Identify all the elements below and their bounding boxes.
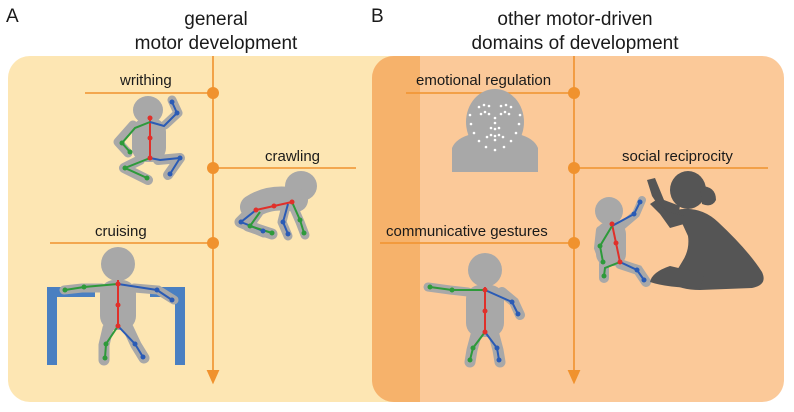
panel-b-title: other motor-driven domains of developmen… — [440, 8, 710, 56]
pointing-infant-figure — [423, 253, 525, 368]
domain-label-emotional-regulation: emotional regulation — [416, 72, 552, 89]
panel-a-timeline — [50, 56, 356, 385]
milestone-label-writhing: writhing — [120, 72, 172, 89]
writhing-infant-figure — [113, 95, 185, 185]
panel-b-title-line1: other motor-driven — [497, 9, 653, 30]
panel-a-title-line1: general — [184, 9, 248, 30]
panel-b-letter: B — [371, 6, 384, 27]
cruising-node — [207, 237, 219, 249]
social-reciprocity-node — [568, 162, 580, 174]
writhing-node — [207, 87, 219, 99]
panel-a-letter: A — [6, 6, 19, 27]
cruising-infant-figure — [47, 247, 185, 366]
panel-a-title: general motor development — [106, 8, 326, 56]
mother-silhouette-figure — [647, 171, 764, 290]
milestone-label-cruising: cruising — [95, 223, 147, 240]
reciprocity-infant-figure — [593, 196, 651, 287]
panel-a-title-line2: motor development — [134, 33, 298, 54]
face-landmarks-figure — [452, 89, 538, 172]
panel-a-background — [8, 56, 420, 402]
domain-label-communicative-gestures: communicative gestures — [386, 223, 548, 240]
panel-overlap — [372, 56, 420, 402]
domain-label-social-reciprocity: social reciprocity — [622, 148, 733, 165]
crawling-infant-figure — [234, 171, 317, 241]
crawling-node — [207, 162, 219, 174]
communicative-gestures-node — [568, 237, 580, 249]
panel-b-title-line2: domains of development — [471, 33, 679, 54]
emotional-regulation-node — [568, 87, 580, 99]
milestone-label-crawling: crawling — [265, 148, 321, 165]
